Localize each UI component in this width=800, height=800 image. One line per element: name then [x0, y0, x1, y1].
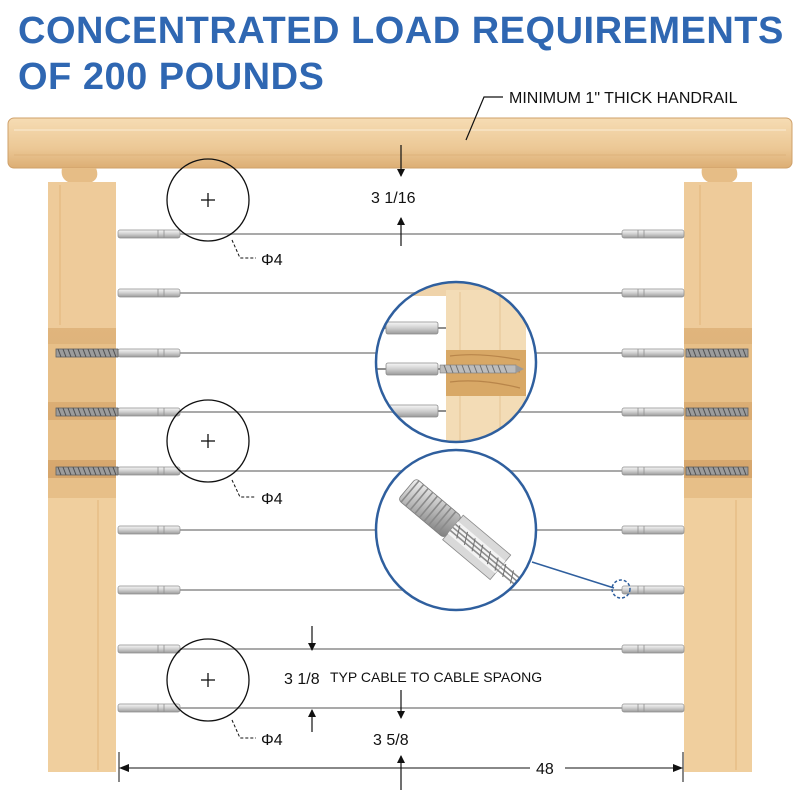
- cable: [117, 644, 685, 654]
- cable-fitting-right: [621, 229, 685, 239]
- cable-tensioner-icon: [399, 479, 524, 588]
- cable-fitting-left: [117, 703, 181, 713]
- dimension-width: [118, 752, 684, 782]
- page-title: CONCENTRATED LOAD REQUIREMENTS OF 200 PO…: [18, 8, 784, 100]
- cable-fitting-right: [621, 525, 685, 535]
- cable-fitting-right: [621, 288, 685, 298]
- handrail-label: MINIMUM 1" THICK HANDRAIL: [509, 90, 738, 107]
- load-circle-2: [166, 399, 256, 498]
- lag-screw-icon: [685, 466, 749, 476]
- cable-spacing-label: TYP CABLE TO CABLE SPAONG: [330, 669, 542, 685]
- lag-screw-icon: [685, 348, 749, 358]
- cable: [117, 288, 685, 298]
- cable-fitting-right: [621, 407, 685, 417]
- cable-fitting-right: [621, 644, 685, 654]
- cable-fitting-left: [117, 525, 181, 535]
- title-line-1: CONCENTRATED LOAD REQUIREMENTS: [18, 10, 784, 52]
- crosshair-icon: [201, 673, 215, 687]
- cable: [117, 585, 685, 595]
- width-label: 48: [536, 761, 554, 778]
- cable-fitting-left: [117, 407, 181, 417]
- cable-fitting-left: [117, 644, 181, 654]
- cable-fitting-left: [117, 466, 181, 476]
- cable-fitting-left: [117, 288, 181, 298]
- crosshair-icon: [201, 434, 215, 448]
- detail-callout-post-fitting: [374, 280, 538, 444]
- handrail: [7, 117, 793, 182]
- cable-fitting-left: [117, 229, 181, 239]
- load-circle-1: [166, 158, 256, 259]
- load-circle-2-diameter: Φ4: [261, 491, 283, 508]
- cable-fitting-right: [621, 348, 685, 358]
- cable-fitting-right: [621, 585, 685, 595]
- left-post: [48, 182, 116, 772]
- lag-screw-icon: [685, 407, 749, 417]
- load-circle-3: [166, 638, 256, 739]
- lag-screw-set: [55, 348, 749, 476]
- top-gap-label: 3 1/16: [371, 190, 416, 207]
- right-post: [684, 182, 752, 772]
- load-circle-3-diameter: Φ4: [261, 732, 283, 749]
- detail-callout-tensioner: [374, 448, 631, 612]
- bottom-gap-label: 3 5/8: [373, 732, 409, 749]
- handrail-leader: [465, 96, 503, 141]
- crosshair-icon: [201, 193, 215, 207]
- load-circle-1-diameter: Φ4: [261, 252, 283, 269]
- cable-fitting-right: [621, 466, 685, 476]
- lag-screw-icon: [55, 407, 119, 417]
- lag-screw-icon: [55, 348, 119, 358]
- cable-fitting-left: [117, 585, 181, 595]
- cable-spacing-value: 3 1/8: [284, 671, 320, 688]
- cable-fitting-right: [621, 703, 685, 713]
- lag-screw-icon: [55, 466, 119, 476]
- cable-fitting-left: [117, 348, 181, 358]
- title-line-2: OF 200 POUNDS: [18, 56, 325, 98]
